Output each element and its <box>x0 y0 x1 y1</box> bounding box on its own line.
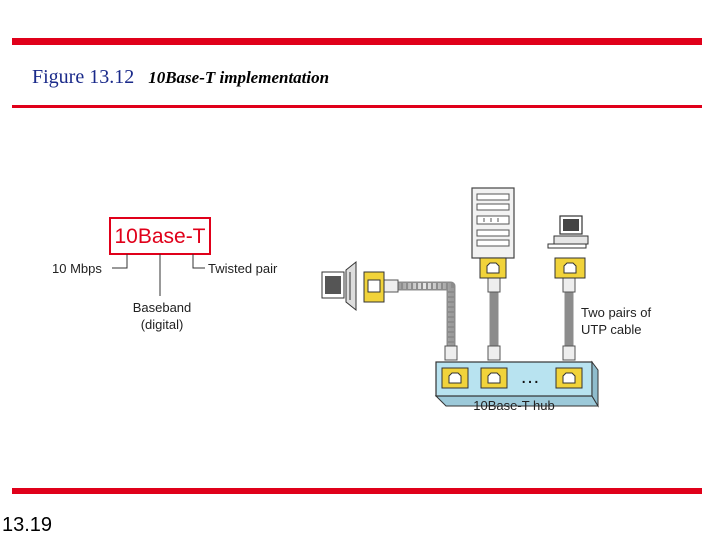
figure-caption: 10Base-T implementation <box>148 68 330 87</box>
rj45-plug-workstation <box>562 277 576 293</box>
workstation-computer <box>547 215 589 279</box>
legend-title: 10Base-T <box>114 225 205 248</box>
title-rule <box>12 105 702 108</box>
utp-cables <box>383 277 576 361</box>
figure-title: Figure 13.12 10Base-T implementation <box>32 66 329 89</box>
rj45-plug-nic <box>383 279 399 293</box>
medium-leader <box>192 254 205 269</box>
10base-t-hub: … <box>434 360 599 408</box>
legend-title-box <box>109 217 211 255</box>
rj45-plug-hub-3 <box>562 345 576 361</box>
rj45-plug-hub-1 <box>444 345 458 361</box>
cable-label-line1: Two pairs of <box>581 305 651 320</box>
desktop-unit-icon <box>553 235 589 245</box>
cable-station-nic <box>398 281 456 352</box>
nic-bracket-icon <box>345 260 357 312</box>
signal-label-line1: Baseband <box>133 300 192 315</box>
naming-legend: 10Base-T 10 Mbps Twisted pair Baseband (… <box>52 217 278 332</box>
server-computer <box>471 187 515 279</box>
figure-number: Figure 13.12 <box>32 66 135 88</box>
cable-label-line2: UTP cable <box>581 322 641 337</box>
rj45-plug-server <box>487 277 501 293</box>
slide-number: 13.19 <box>2 514 53 536</box>
rj45-plug-hub-2 <box>487 345 501 361</box>
medium-label: Twisted pair <box>208 261 278 276</box>
rate-leader <box>112 254 128 269</box>
bottom-rule <box>12 488 702 494</box>
station-nic <box>321 260 385 312</box>
hub-label: 10Base-T hub <box>473 398 554 413</box>
rate-label: 10 Mbps <box>52 261 102 276</box>
signal-label-line2: (digital) <box>141 317 184 332</box>
keyboard-icon <box>547 243 587 249</box>
hub-ellipsis: … <box>520 366 540 388</box>
top-rule <box>12 38 702 45</box>
